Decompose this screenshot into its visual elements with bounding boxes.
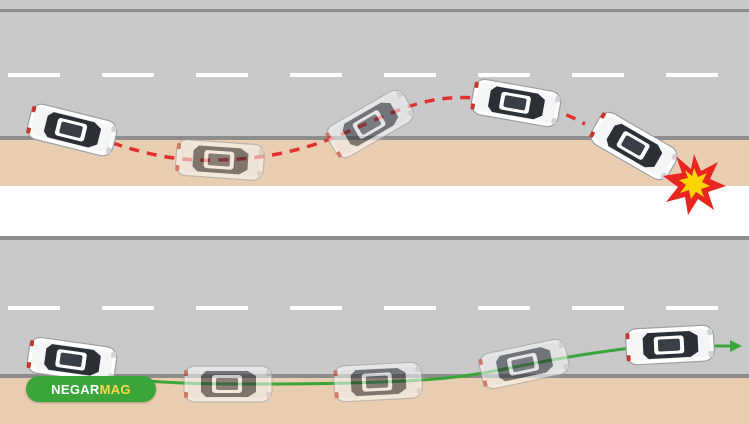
lane-dash <box>290 73 342 77</box>
lane-dash <box>102 306 154 310</box>
ghost-car <box>183 365 273 403</box>
lane-dashes-bottom <box>8 306 718 310</box>
lane-dash <box>478 306 530 310</box>
lane-dash <box>572 73 624 77</box>
lane-dash <box>478 73 530 77</box>
road-edge-top-upper <box>0 9 749 12</box>
road-edge-bottom-upper <box>0 236 749 240</box>
lane-dash <box>102 73 154 77</box>
arrow-head-icon <box>730 340 742 352</box>
scenario-safe <box>0 236 749 424</box>
ghost-car <box>174 138 266 182</box>
lane-dash <box>290 306 342 310</box>
lane-dash <box>572 306 624 310</box>
scenario-unsafe <box>0 0 749 215</box>
lane-dash <box>384 306 436 310</box>
lane-dash <box>196 306 248 310</box>
watermark-text-b: MAG <box>99 381 131 397</box>
lane-dash <box>384 73 436 77</box>
car <box>624 324 716 366</box>
lane-dash <box>8 73 60 77</box>
crash-burst-icon <box>663 154 726 215</box>
lane-dash <box>666 73 718 77</box>
lane-dash <box>196 73 248 77</box>
lane-dash <box>666 306 718 310</box>
watermark-text-a: NEGAR <box>51 381 100 397</box>
ghost-car <box>332 361 424 403</box>
lane-dash <box>8 306 60 310</box>
lane-dashes-top <box>8 73 718 77</box>
